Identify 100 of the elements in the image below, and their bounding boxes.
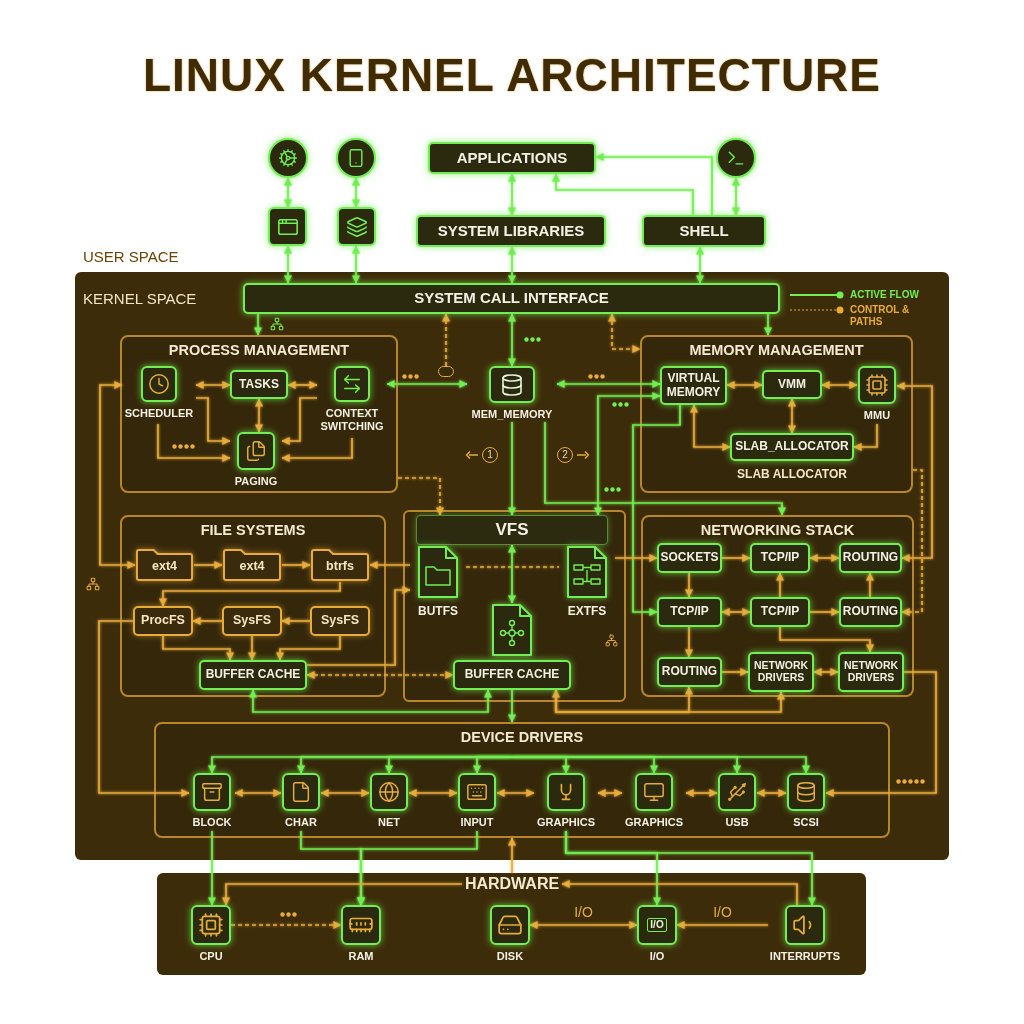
arrow xyxy=(825,671,937,797)
arrow xyxy=(555,689,785,713)
legend-text: CONTROL & PATHS xyxy=(850,304,911,328)
arrow xyxy=(255,398,263,433)
group-panel xyxy=(641,515,914,697)
io-chip-tile: I/O xyxy=(637,905,677,945)
process-box: TASKS xyxy=(230,370,288,399)
protocol-box: ROUTING xyxy=(839,597,902,627)
arrow xyxy=(287,381,318,389)
arrow xyxy=(552,173,694,216)
arrow xyxy=(614,554,658,562)
panel-title: KERNEL SPACE xyxy=(83,289,197,309)
node-label: DISK xyxy=(496,950,524,963)
driver-box: NETWORK DRIVERS xyxy=(748,652,814,692)
arrow xyxy=(779,626,874,653)
group-title: FILE SYSTEMS xyxy=(200,521,306,540)
small-tile-icon xyxy=(438,366,454,377)
arrow xyxy=(756,789,787,797)
node-label: SCSI xyxy=(793,816,819,829)
arrow xyxy=(369,561,411,569)
arrow xyxy=(473,756,513,774)
arrow xyxy=(284,177,292,208)
arrow xyxy=(813,668,839,676)
node-label: EXTFS xyxy=(567,605,607,619)
arrow xyxy=(98,620,190,797)
arrow xyxy=(320,789,370,797)
phone-icon xyxy=(336,138,376,178)
arrow xyxy=(696,246,704,284)
group-panel xyxy=(120,515,386,697)
arrow xyxy=(511,756,810,774)
arrow xyxy=(529,921,638,929)
arrow xyxy=(685,572,693,598)
arrow xyxy=(284,245,292,284)
arrow xyxy=(809,554,840,562)
group-panel xyxy=(120,335,398,493)
cache-box: BUFFER CACHE xyxy=(453,660,571,690)
arrow xyxy=(821,381,858,389)
arrow xyxy=(721,554,751,562)
arrow xyxy=(192,617,223,625)
interface-bar: SYSTEM CALL INTERFACE xyxy=(243,283,780,314)
node-label: INPUT xyxy=(460,816,494,829)
arrow xyxy=(595,153,713,216)
arrow xyxy=(508,313,516,367)
arrow xyxy=(608,313,641,353)
arrow xyxy=(230,921,342,929)
node-label: GRAPHICS xyxy=(624,816,684,829)
window-icon xyxy=(268,207,307,246)
arrow xyxy=(208,830,216,906)
arrow xyxy=(249,689,492,713)
arrow xyxy=(159,581,341,607)
arrow xyxy=(721,668,749,676)
kernel-panel xyxy=(75,272,949,860)
group-panel xyxy=(403,510,626,702)
node-label: MEM_MEMORY xyxy=(471,408,553,421)
arrow xyxy=(901,469,923,616)
protocol-box: TCP/IP xyxy=(750,597,810,627)
protocol-box: ROUTING xyxy=(657,657,722,687)
arrow xyxy=(561,880,798,906)
arrow xyxy=(386,380,468,388)
node-label: INTERRUPTS xyxy=(769,950,841,963)
arrow xyxy=(685,626,693,658)
node-label: SCHEDULER xyxy=(124,407,194,420)
gear-icon xyxy=(268,138,308,178)
arrow xyxy=(157,423,231,462)
arrow xyxy=(193,561,223,569)
folder-box: ext4 xyxy=(135,548,194,582)
arrow xyxy=(281,397,318,445)
node-label: CONTEXT SWITCHING xyxy=(319,407,385,433)
arrow xyxy=(508,837,516,874)
arrow xyxy=(281,437,353,462)
arrow xyxy=(764,313,772,336)
arrow xyxy=(552,686,693,713)
arrow xyxy=(281,561,311,569)
arrow xyxy=(544,421,786,516)
node-label: CPU xyxy=(199,950,223,963)
file-system-box: ProcFS xyxy=(133,606,193,636)
arrow xyxy=(685,789,718,797)
arrow xyxy=(896,382,933,562)
header-bar: VFS xyxy=(416,515,608,545)
terminal-icon xyxy=(716,138,756,178)
arrow xyxy=(632,404,681,616)
arrow xyxy=(676,921,769,929)
arrow xyxy=(726,381,763,389)
document-icon xyxy=(491,603,533,657)
section-label: HARDWARE xyxy=(462,874,562,894)
protocol-box: ROUTING xyxy=(839,543,902,573)
arrow xyxy=(357,830,478,906)
arrow xyxy=(162,635,234,661)
stack-icon xyxy=(337,207,376,246)
group-panel xyxy=(154,722,890,838)
node-label: NET xyxy=(378,816,400,829)
arrow xyxy=(222,883,463,906)
arrow xyxy=(508,421,516,516)
arrow xyxy=(442,313,450,367)
process-box: VMM xyxy=(762,370,822,399)
arrow xyxy=(195,381,231,389)
arrow xyxy=(508,246,516,284)
arrow xyxy=(408,789,458,797)
process-box: SHELL xyxy=(642,215,766,247)
arrow xyxy=(234,789,282,797)
